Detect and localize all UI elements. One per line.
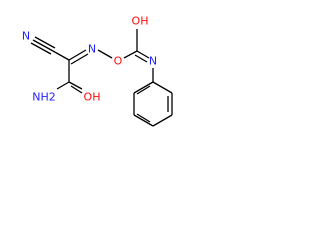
ring-bond-1	[152, 81, 173, 94]
bond-c-n-double-2	[70, 53, 89, 65]
bond-n-o	[97, 49, 113, 59]
bond-nitrile-2	[34, 36, 56, 49]
chemical-structure-diagram: N N O OH N NH2 OH	[22, 15, 173, 127]
bond-c-oh-amide-1	[68, 81, 83, 90]
phenyl-ring	[133, 81, 173, 127]
bond-o-c	[123, 50, 138, 59]
atom-label-oxime-n: N	[88, 43, 96, 56]
ring-bond-6	[133, 81, 154, 94]
atom-labels: N N O OH N NH2 OH	[22, 15, 157, 104]
atom-label-imine-n: N	[149, 55, 157, 68]
bond-c-nh2	[56, 81, 70, 90]
bonds	[30, 29, 154, 94]
atom-label-ether-o: O	[114, 55, 123, 68]
bond-nitrile-1	[32, 39, 54, 52]
ring-bond-3	[152, 114, 173, 127]
bond-nitrile-3	[30, 42, 52, 55]
atom-label-amide-oh: OH	[84, 91, 101, 104]
ring-inner-3	[136, 85, 151, 95]
atom-label-nitrile-n: N	[22, 30, 30, 43]
ring-inner-2	[136, 113, 151, 123]
bond-c-oh-amide-2	[70, 85, 83, 94]
bond-c-n-imine-2	[134, 54, 148, 63]
bond-c-c	[52, 50, 70, 61]
ring-bond-4	[133, 114, 154, 127]
atom-label-amine: NH2	[32, 91, 56, 104]
atom-label-carbamate-oh: OH	[132, 15, 149, 28]
bond-c-n-double-1	[68, 49, 87, 61]
bond-c-n-imine-1	[136, 50, 150, 59]
